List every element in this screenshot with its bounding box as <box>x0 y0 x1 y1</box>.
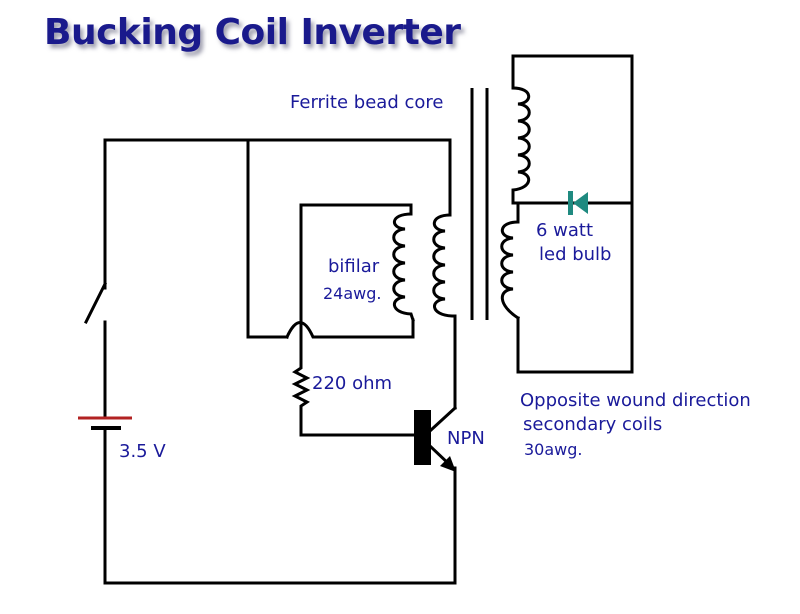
emitter-arrow-icon <box>440 456 456 472</box>
bifilar-coil <box>392 212 415 322</box>
transistor-label: NPN <box>447 428 485 449</box>
resistor-220-ohm <box>291 335 417 437</box>
secondary-description-line2: secondary coils <box>523 414 663 435</box>
primary-coil <box>432 213 457 410</box>
led-bulb-label: led bulb <box>539 244 612 265</box>
led-bulb-triangle-icon <box>573 192 588 214</box>
secondary-description-line1: Opposite wound direction <box>520 390 751 411</box>
wire-secondary-top <box>511 54 634 374</box>
wire-top-left <box>103 138 452 217</box>
secondary-coil-upper <box>511 86 531 205</box>
npn-transistor-base <box>414 410 431 465</box>
diagram-title: Bucking Coil Inverter <box>44 12 461 53</box>
bifilar-label: bifilar <box>328 256 380 277</box>
switch-lever <box>83 281 108 325</box>
secondary-coil-lower <box>500 201 521 321</box>
wire-bifilar-top <box>299 203 413 339</box>
resistor-label: 220 ohm <box>312 373 393 394</box>
battery-label: 3.5 V <box>119 441 166 462</box>
ferrite-core-label: Ferrite bead core <box>290 92 444 113</box>
secondary-gauge-label: 30awg. <box>524 440 583 459</box>
wire-inner-left <box>246 138 289 339</box>
wire-crossover-hump <box>285 318 415 339</box>
bifilar-gauge-label: 24awg. <box>323 284 382 303</box>
led-wattage-label: 6 watt <box>536 220 594 241</box>
led-bulb-bar-icon <box>568 191 573 215</box>
transistor-collector <box>428 405 458 433</box>
